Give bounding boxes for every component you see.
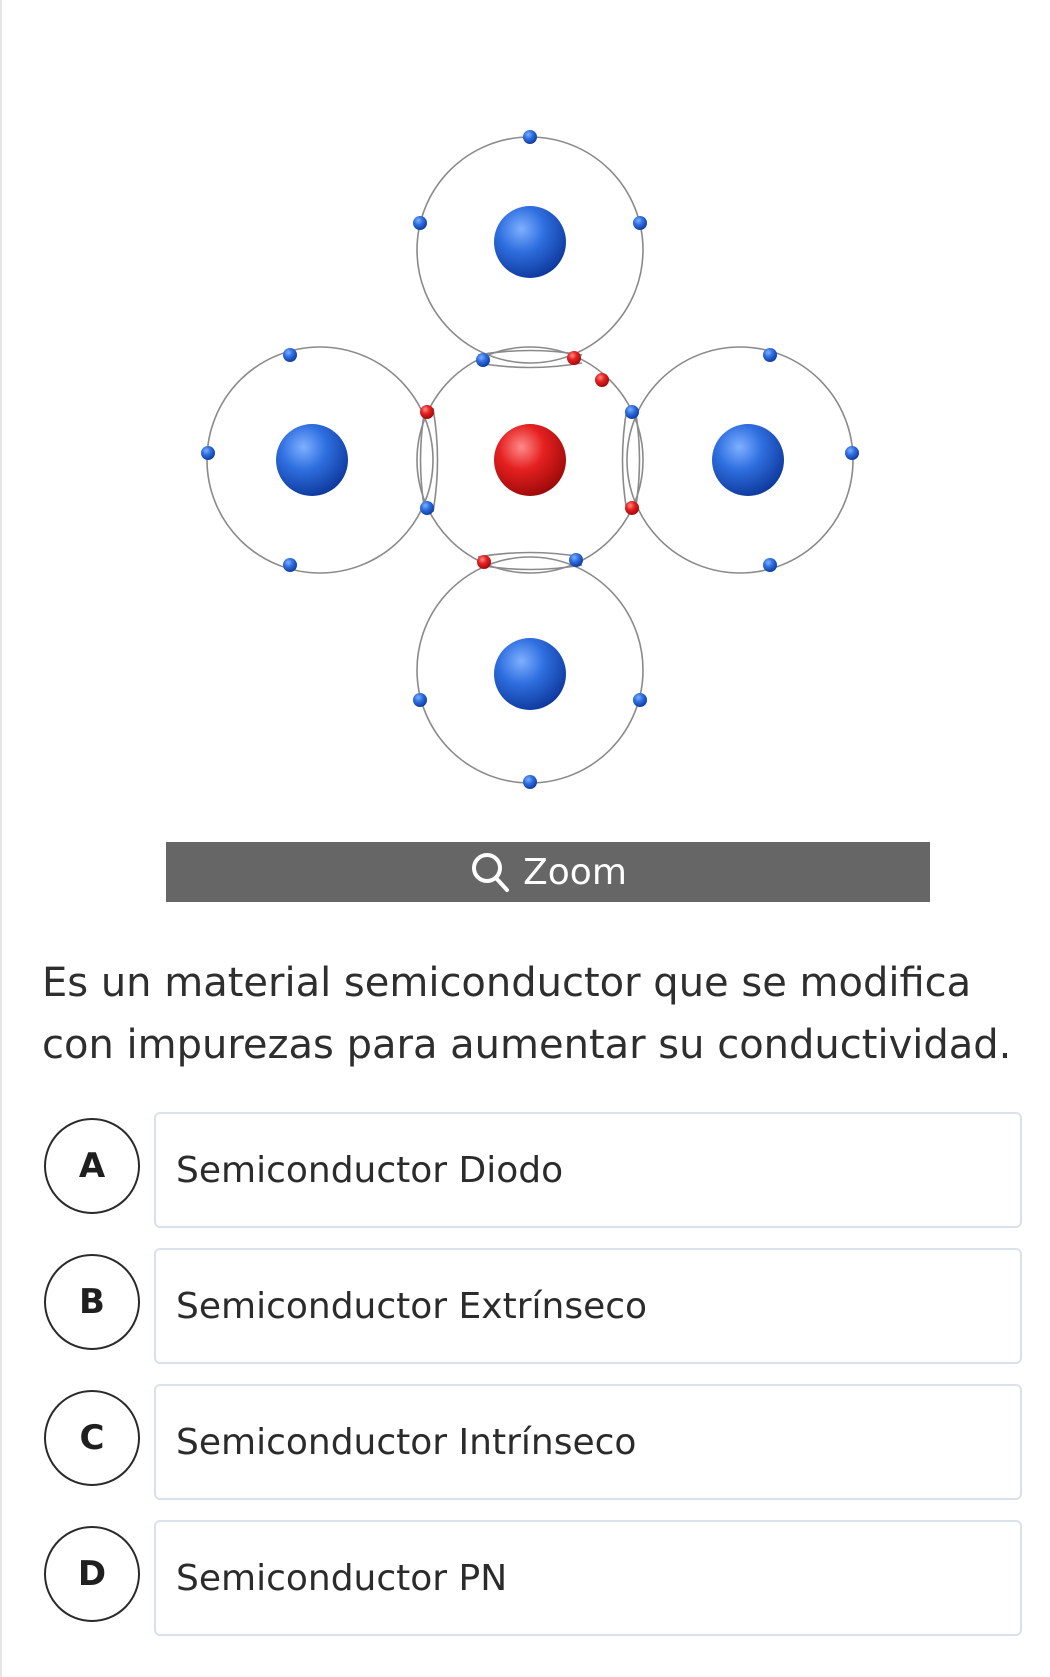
electron-blue — [763, 558, 777, 572]
electron-red — [625, 501, 639, 515]
option-letter-badge: C — [44, 1390, 140, 1486]
electron-blue — [283, 348, 297, 362]
electron-red — [420, 405, 434, 419]
option-label: Semiconductor Diodo — [176, 1149, 564, 1191]
electron-blue — [476, 353, 490, 367]
electron-blue — [413, 693, 427, 707]
option-label: Semiconductor PN — [176, 1557, 508, 1599]
bond-arc-bottom-2 — [477, 564, 583, 571]
zoom-button[interactable]: Zoom — [166, 842, 930, 902]
electron-blue — [763, 348, 777, 362]
option-a[interactable]: A Semiconductor Diodo — [44, 1112, 1024, 1228]
electron-red — [477, 555, 491, 569]
bond-arc-left-2 — [432, 407, 439, 513]
nucleus-right — [712, 424, 784, 496]
option-box[interactable]: Semiconductor Extrínseco — [154, 1248, 1022, 1364]
zoom-label: Zoom — [523, 851, 627, 893]
nucleus-left — [276, 424, 348, 496]
atom-lattice-figure — [150, 110, 910, 830]
electron-red — [595, 373, 609, 387]
electron-blue — [413, 216, 427, 230]
magnifier-icon — [469, 850, 513, 894]
nucleus-bottom — [494, 638, 566, 710]
electron-blue — [283, 558, 297, 572]
electron-blue — [633, 693, 647, 707]
option-c[interactable]: C Semiconductor Intrínseco — [44, 1384, 1024, 1500]
electron-blue — [523, 130, 537, 144]
electron-blue — [845, 446, 859, 460]
bond-arc-top — [477, 349, 583, 356]
option-b[interactable]: B Semiconductor Extrínseco — [44, 1248, 1024, 1364]
question-text: Es un material semiconductor que se modi… — [42, 960, 1012, 1068]
option-label: Semiconductor Extrínseco — [176, 1285, 648, 1327]
option-letter-badge: B — [44, 1254, 140, 1350]
orbit-center — [416, 346, 644, 574]
option-box[interactable]: Semiconductor PN — [154, 1520, 1022, 1636]
atom-lattice-svg — [201, 130, 859, 789]
bond-arc-right — [621, 407, 628, 513]
electron-blue — [523, 775, 537, 789]
option-letter-badge: D — [44, 1526, 140, 1622]
nucleus-top — [494, 206, 566, 278]
option-box[interactable]: Semiconductor Intrínseco — [154, 1384, 1022, 1500]
electron-blue — [201, 446, 215, 460]
bond-arc-right-2 — [634, 407, 641, 513]
bond-arc-top-2 — [477, 362, 583, 369]
option-box[interactable]: Semiconductor Diodo — [154, 1112, 1022, 1228]
orbit-right — [626, 346, 854, 574]
electron-blue — [420, 501, 434, 515]
electron-blue — [569, 553, 583, 567]
nucleus-center — [494, 424, 566, 496]
electron-blue — [633, 216, 647, 230]
electron-blue — [625, 405, 639, 419]
option-letter-badge: A — [44, 1118, 140, 1214]
electron-red — [567, 351, 581, 365]
orbit-left — [206, 346, 434, 574]
option-label: Semiconductor Intrínseco — [176, 1421, 637, 1463]
page-left-edge — [0, 0, 2, 1677]
option-d[interactable]: D Semiconductor PN — [44, 1520, 1024, 1636]
bond-arc-left — [419, 407, 426, 513]
